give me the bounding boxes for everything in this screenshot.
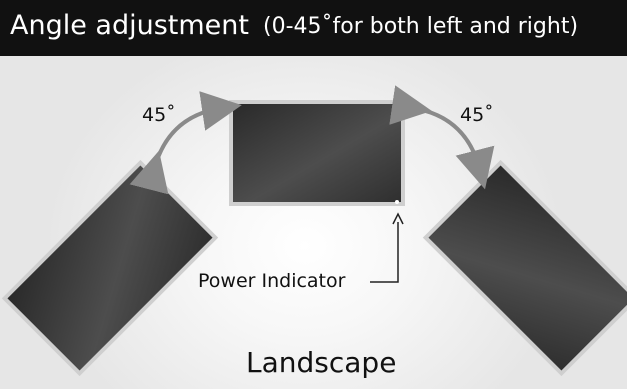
center-monitor-screen <box>233 104 401 202</box>
right-angle-label: 45˚ <box>460 104 494 126</box>
right-angle-arrow-icon <box>389 85 495 190</box>
header-bar: Angle adjustment (0-45˚for both left and… <box>0 0 627 56</box>
left-angle-arrow-icon <box>129 91 242 195</box>
right-monitor <box>422 159 627 377</box>
header-subtitle: (0-45˚for both left and right) <box>263 14 579 39</box>
header-title: Angle adjustment <box>10 10 249 41</box>
right-monitor-screen <box>428 165 627 371</box>
orientation-caption: Landscape <box>246 346 397 379</box>
power-indicator-label: Power Indicator <box>198 270 346 292</box>
left-angle-label: 45˚ <box>142 104 176 126</box>
left-monitor-screen <box>7 165 213 371</box>
left-monitor <box>1 159 219 377</box>
power-indicator-arrow-icon <box>392 212 404 225</box>
power-led-icon <box>395 200 399 204</box>
power-indicator-leader-line <box>370 222 399 283</box>
center-monitor <box>229 100 405 206</box>
